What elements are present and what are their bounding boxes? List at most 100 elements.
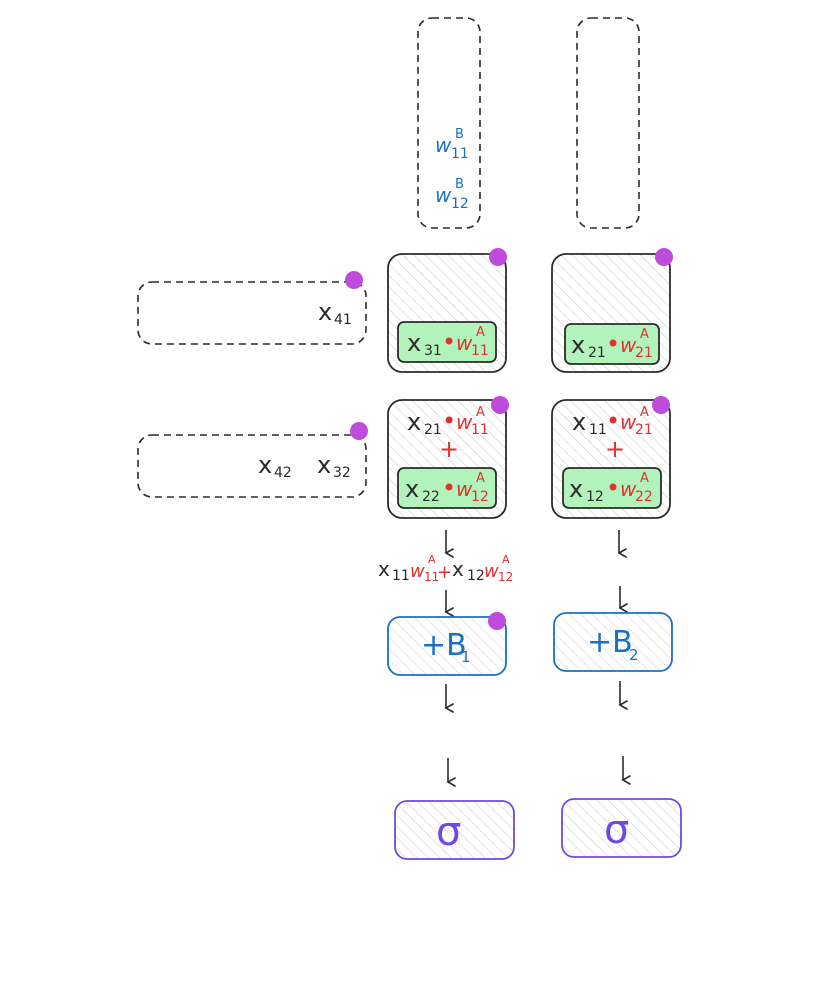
svg-text:1: 1 xyxy=(461,648,471,666)
svg-text:x: x xyxy=(572,408,586,436)
input-row-1 xyxy=(137,281,367,345)
svg-text:x: x xyxy=(569,475,583,503)
term-x11-w21: x 11 • w 21 A xyxy=(572,405,653,438)
weight-b11-label: w 11 B xyxy=(435,127,469,162)
svg-text:w: w xyxy=(484,561,499,582)
svg-text:12: 12 xyxy=(467,568,485,584)
svg-text:22: 22 xyxy=(635,489,653,505)
input-x41-label: x 41 xyxy=(318,298,352,328)
activation-block-1 xyxy=(394,800,515,860)
weight-b12-label: w 12 B xyxy=(435,177,469,212)
pe-cell-c1-r1-dot xyxy=(489,248,507,266)
svg-text:11: 11 xyxy=(471,422,489,438)
activation-sigma-2: σ xyxy=(604,807,629,853)
term-x21-w11: x 21 • w 11 A xyxy=(407,405,489,438)
svg-text:2: 2 xyxy=(629,646,639,664)
input-row-1-dot xyxy=(345,271,363,289)
svg-text:w: w xyxy=(620,477,637,501)
input-x32-label: x 32 xyxy=(317,451,351,481)
svg-text:11: 11 xyxy=(589,422,607,438)
bias-block-2 xyxy=(553,612,673,672)
pe-cell-c1-r2-green xyxy=(397,467,497,509)
svg-text:•: • xyxy=(442,407,456,435)
svg-text:11: 11 xyxy=(471,343,489,359)
svg-text:11: 11 xyxy=(451,146,469,162)
svg-text:B: B xyxy=(455,177,464,192)
svg-text:w: w xyxy=(410,561,425,582)
bias-b2-label: +B 2 xyxy=(587,625,639,664)
bias-b1-label: +B 1 xyxy=(421,628,471,666)
input-x42-label: x 42 xyxy=(258,451,292,481)
bias-block-1 xyxy=(387,616,507,676)
plus-sign: + xyxy=(439,435,459,463)
svg-text:11: 11 xyxy=(392,568,410,584)
pe-cell-c2-r1-dot xyxy=(655,248,673,266)
weight-column-left xyxy=(417,17,481,229)
term-x12-w22: x 12 • w 22 A xyxy=(569,471,653,505)
svg-text:A: A xyxy=(640,471,649,486)
pe-cell-c1-r1-green xyxy=(397,321,497,363)
svg-text:A: A xyxy=(428,553,436,566)
svg-text:32: 32 xyxy=(333,465,351,481)
term-x22-w12: x 22 • w 12 A xyxy=(405,471,489,505)
svg-text:w: w xyxy=(456,331,473,355)
svg-text:22: 22 xyxy=(422,489,440,505)
term-x31-w11: x 31 • w 11 A xyxy=(407,325,489,359)
pe-cell-c1-r2-dot xyxy=(491,396,509,414)
svg-text:•: • xyxy=(606,407,620,435)
svg-text:31: 31 xyxy=(424,343,442,359)
bias-block-1-dot xyxy=(488,612,506,630)
svg-text:A: A xyxy=(640,327,649,342)
svg-text:x: x xyxy=(405,475,419,503)
svg-text:+B: +B xyxy=(587,625,633,660)
svg-text:w: w xyxy=(435,133,452,157)
input-row-2-dot xyxy=(350,422,368,440)
svg-text:A: A xyxy=(502,553,510,566)
pe-cell-c2-r2-dot xyxy=(652,396,670,414)
svg-text:•: • xyxy=(442,474,456,502)
svg-text:x: x xyxy=(407,329,421,357)
svg-text:21: 21 xyxy=(588,345,606,361)
svg-text:w: w xyxy=(456,410,473,434)
svg-text:+B: +B xyxy=(421,628,467,663)
svg-text:w: w xyxy=(456,477,473,501)
svg-text:B: B xyxy=(455,127,464,142)
input-row-2 xyxy=(137,434,367,498)
svg-text:A: A xyxy=(640,405,649,420)
svg-text:21: 21 xyxy=(635,422,653,438)
svg-text:•: • xyxy=(606,330,620,358)
svg-text:+: + xyxy=(437,562,452,583)
svg-text:21: 21 xyxy=(635,345,653,361)
sum-expression: x 11 w 11 A + x 12 w 12 A xyxy=(378,553,513,584)
activation-sigma-1: σ xyxy=(436,809,461,855)
svg-text:12: 12 xyxy=(471,489,489,505)
svg-text:•: • xyxy=(606,474,620,502)
svg-text:A: A xyxy=(476,405,485,420)
svg-text:w: w xyxy=(620,333,637,357)
weight-column-right xyxy=(576,17,640,229)
svg-text:w: w xyxy=(620,410,637,434)
pe-cell-c2-r2-green xyxy=(562,467,662,509)
svg-text:21: 21 xyxy=(424,422,442,438)
svg-text:x: x xyxy=(571,331,585,359)
svg-text:A: A xyxy=(476,471,485,486)
svg-text:12: 12 xyxy=(498,570,513,584)
svg-text:12: 12 xyxy=(451,196,469,212)
svg-text:x: x xyxy=(452,557,464,581)
svg-text:w: w xyxy=(435,183,452,207)
svg-text:x: x xyxy=(378,557,390,581)
svg-text:x: x xyxy=(317,451,331,479)
svg-text:•: • xyxy=(442,328,456,356)
term-x21-w21: x 21 • w 21 A xyxy=(571,327,653,361)
svg-text:x: x xyxy=(407,408,421,436)
activation-block-2 xyxy=(561,798,682,858)
svg-text:x: x xyxy=(318,298,332,326)
svg-text:11: 11 xyxy=(424,570,439,584)
svg-text:42: 42 xyxy=(274,465,292,481)
svg-text:12: 12 xyxy=(586,489,604,505)
pe-cell-c2-r1-green xyxy=(564,323,660,365)
plus-sign: + xyxy=(605,435,625,463)
svg-text:x: x xyxy=(258,451,272,479)
svg-text:41: 41 xyxy=(334,312,352,328)
